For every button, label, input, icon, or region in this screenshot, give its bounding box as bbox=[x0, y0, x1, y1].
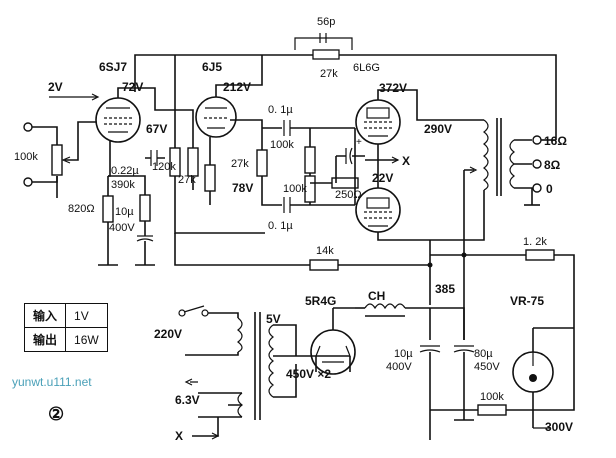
x-node-label: X bbox=[402, 154, 410, 168]
bplus-volt: 385 bbox=[435, 282, 455, 296]
v1-cathode: 820Ω 10µ 400V 390k 0.22µ bbox=[68, 150, 165, 266]
out16-label: 16Ω bbox=[544, 134, 567, 148]
r250-label: 250Ω bbox=[335, 189, 362, 201]
tube-v1-label: 6SJ7 bbox=[99, 60, 127, 74]
spec-row-input: 输入 1V bbox=[23, 303, 108, 328]
choke-label: CH bbox=[368, 289, 385, 303]
spec-key-output: 输出 bbox=[23, 327, 67, 352]
tube-6l6g-lower bbox=[354, 128, 485, 241]
r27b-label: 27k bbox=[231, 158, 249, 170]
cap-plus-sign: + bbox=[356, 137, 362, 148]
watermark: yunwt.u111.net bbox=[12, 375, 92, 389]
tube-6sj7: 6SJ7 72V 67V bbox=[95, 60, 167, 177]
mains-transformer: 220V 5V 6.3V X bbox=[154, 305, 350, 443]
x-low-label: X bbox=[175, 429, 183, 443]
c10-label: 10µ bbox=[115, 206, 134, 218]
c2-volt: 450V bbox=[474, 361, 500, 373]
r100a-label: 100k bbox=[270, 139, 294, 151]
spec-row-output: 输出 16W bbox=[23, 327, 108, 352]
r14k-label: 14k bbox=[316, 245, 334, 257]
tube-v3-label: 6L6G bbox=[353, 62, 380, 74]
c01b-label: 0. 1µ bbox=[268, 220, 293, 232]
v3-cath-volt: 22V bbox=[372, 171, 393, 185]
b-plus-rails: 14k 1. 2k bbox=[174, 233, 575, 411]
v1-plate-volt: 72V bbox=[122, 80, 143, 94]
r1_2k-label: 1. 2k bbox=[523, 236, 547, 248]
c022-label: 0.22µ bbox=[111, 165, 139, 177]
heater-volt: 6.3V bbox=[175, 393, 200, 407]
tube-6l6g-upper: 372V bbox=[355, 81, 484, 145]
phase-splitter-coupling: 0. 1µ 0. 1µ 100k 100k 250Ω + X 22V bbox=[262, 104, 410, 232]
c2-val: 80µ bbox=[474, 348, 493, 360]
r100c-label: 100k bbox=[480, 391, 504, 403]
out0-label: 0 bbox=[546, 182, 553, 196]
tube-v2-label: 6J5 bbox=[202, 60, 222, 74]
v2-grid-r: 27k bbox=[231, 149, 282, 206]
v3-screen-volt: 290V bbox=[424, 122, 452, 136]
spec-table: 输入 1V 输出 16W bbox=[23, 303, 108, 352]
out8-label: 8Ω bbox=[544, 158, 561, 172]
feedback-network: 56p 27k 6L6G bbox=[134, 16, 557, 140]
dual-volt-label: 450V ×2 bbox=[286, 367, 331, 381]
c1-val: 10µ bbox=[394, 348, 413, 360]
spec-val-input: 1V bbox=[65, 303, 108, 328]
c10v-label: 400V bbox=[109, 222, 135, 234]
r120-label: 120k bbox=[152, 161, 176, 173]
mains-volt: 220V bbox=[154, 327, 182, 341]
c01a-label: 0. 1µ bbox=[268, 104, 293, 116]
v1-screen-volt: 67V bbox=[146, 122, 167, 136]
input-volt: 2V bbox=[48, 80, 63, 94]
spec-key-input: 输入 bbox=[23, 303, 67, 328]
v3-plate-volt: 372V bbox=[379, 81, 407, 95]
input-stage: 100k 2V bbox=[14, 80, 100, 198]
output-transformer: 290V 16Ω 8Ω 0 bbox=[424, 118, 567, 245]
r100b-label: 100k bbox=[283, 183, 307, 195]
pot-label: 100k bbox=[14, 151, 38, 163]
figure-number: ② bbox=[48, 404, 64, 424]
v2-cath-volt: 78V bbox=[232, 181, 253, 195]
r27a-label: 27k bbox=[178, 174, 196, 186]
c1-volt: 400V bbox=[386, 361, 412, 373]
tx5v-label: 5V bbox=[266, 312, 281, 326]
fb-res-label: 27k bbox=[320, 68, 338, 80]
rect-tube-label: 5R4G bbox=[305, 294, 336, 308]
vr-tube-label: VR-75 bbox=[510, 294, 544, 308]
tube-6j5: 6J5 212V 27k 78V bbox=[178, 55, 263, 205]
v2-plate-volt: 212V bbox=[223, 80, 251, 94]
power-supply: 5R4G CH 385 VR-75 450V ×2 10µ 400V 80µ 4… bbox=[286, 282, 574, 440]
r390-label: 390k bbox=[111, 179, 135, 191]
spec-val-output: 16W bbox=[65, 327, 108, 352]
r820-label: 820Ω bbox=[68, 203, 95, 215]
reg-volt: 300V bbox=[545, 420, 573, 434]
fb-cap-label: 56p bbox=[317, 16, 335, 28]
